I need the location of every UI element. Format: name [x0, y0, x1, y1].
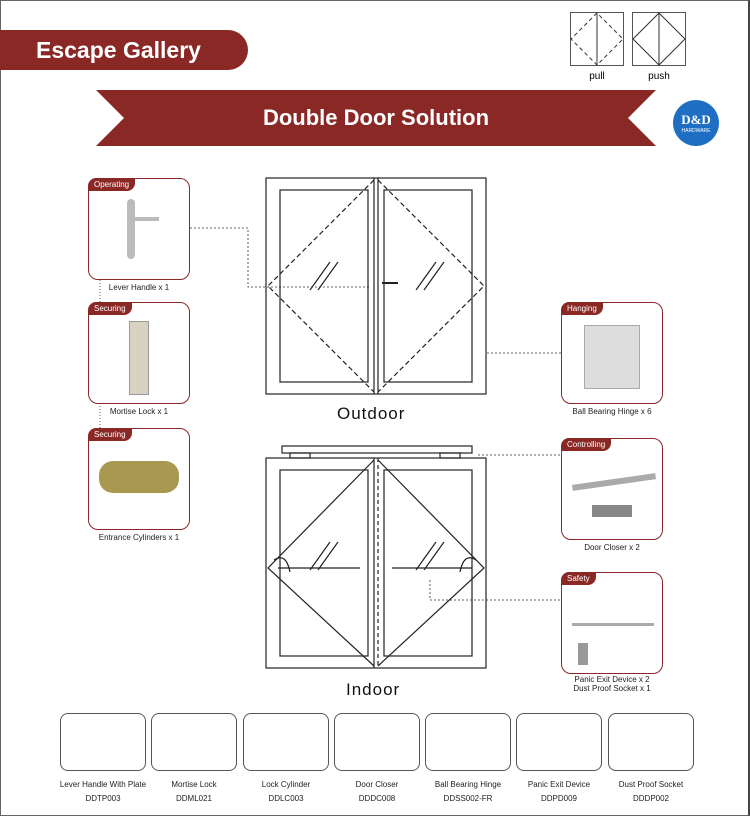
caption: Dust Proof Socket x 1 — [573, 684, 651, 693]
product-card[interactable] — [516, 713, 602, 771]
legend-push: push — [632, 12, 686, 82]
outdoor-label: Outdoor — [337, 404, 406, 423]
legend-pull: pull — [570, 12, 624, 82]
product-card[interactable] — [334, 713, 420, 771]
card-safety: Safety — [561, 572, 663, 674]
card-securing-cylinder: Securing — [88, 428, 190, 530]
banner-title: Double Door Solution — [262, 105, 490, 130]
card-hanging: Hanging — [561, 302, 663, 404]
product-card[interactable] — [151, 713, 237, 771]
section-title: Escape Gallery — [0, 30, 248, 70]
product-card[interactable] — [608, 713, 694, 771]
caption: Door Closer x 2 — [584, 543, 640, 552]
card-securing-lock: Securing — [88, 302, 190, 404]
product-card[interactable] — [425, 713, 511, 771]
product-card[interactable] — [243, 713, 329, 771]
product-card[interactable] — [60, 713, 146, 771]
caption: Ball Bearing Hinge x 6 — [572, 407, 652, 416]
caption: Entrance Cylinders x 1 — [98, 533, 180, 542]
card-controlling: Controlling — [561, 438, 663, 540]
indoor-label: Indoor — [346, 680, 401, 699]
pull-icon — [570, 12, 624, 66]
caption: Lever Handle x 1 — [108, 283, 170, 292]
push-icon — [632, 12, 686, 66]
caption: Panic Exit Device x 2 — [574, 675, 650, 684]
caption: Mortise Lock x 1 — [109, 407, 169, 416]
card-operating: Operating — [88, 178, 190, 280]
